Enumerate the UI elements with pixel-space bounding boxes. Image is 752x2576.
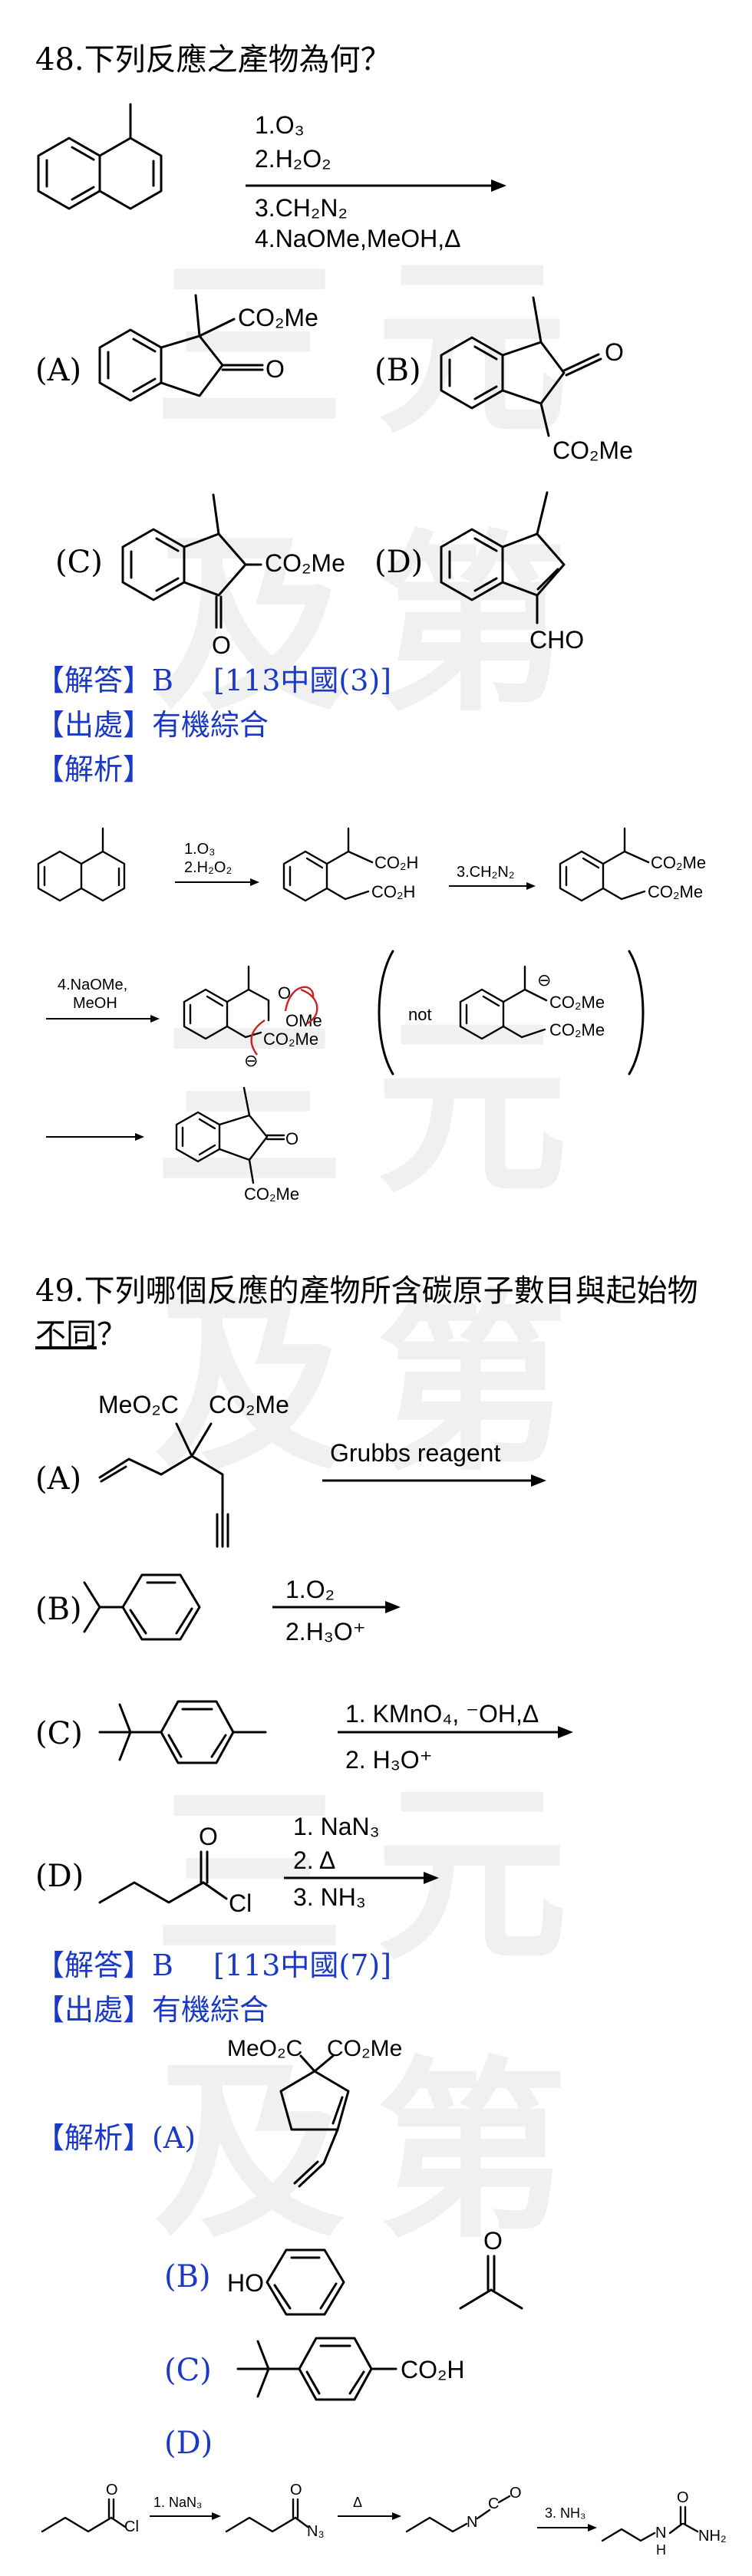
q48-option-c-label: (C) (55, 545, 103, 580)
final-group-1: O (285, 1129, 298, 1148)
answer-source: [113中國(3)] (213, 664, 392, 697)
anaA-group-2: CO₂Me (327, 2036, 402, 2061)
answer-label: 【解答】 (35, 664, 153, 697)
q48-answer-line: 【解答】B [113中國(3)] (35, 660, 391, 701)
optC-group-2: O (212, 631, 231, 659)
q49-optC-reagent-2: 2. H₃O⁺ (345, 1746, 433, 1774)
q49-optD-group-2: Cl (229, 1889, 252, 1917)
int1-group-2: CO₂H (371, 882, 415, 901)
q49-stem-line1: 49.下列哪個反應的產物所含碳原子數目與起始物 (35, 1273, 698, 1309)
int2-group-1: CO₂Me (651, 853, 706, 872)
q48-option-d-label: (D) (374, 545, 424, 580)
q49-optD-reagent-1: 1. NaN₃ (293, 1813, 380, 1840)
optA-group-2: O (266, 355, 285, 383)
schD-iso-group-2: C (488, 2495, 499, 2512)
s1-reagent-1: 1.O₃ (184, 841, 215, 858)
q48-reagent-1: 1.O₃ (255, 111, 305, 139)
q49-stem-end: ？ (97, 1317, 127, 1352)
optB-group-2: CO₂Me (552, 436, 633, 464)
analysis-a-letter: (A) (152, 2121, 196, 2155)
schD-azide-group-1: O (290, 2482, 302, 2499)
optD-group-1: CHO (529, 626, 584, 654)
q49-optA-group-1: MeO₂C (98, 1391, 179, 1418)
q48-reagent-4: 4.NaOMe,MeOH,Δ (255, 225, 461, 252)
schD-step2: Δ (353, 2495, 362, 2510)
q49-optA-group-2: CO₂Me (209, 1391, 289, 1418)
analysis-c-letter: (C) (164, 2353, 212, 2388)
int1-group-1: CO₂H (374, 853, 418, 872)
schD-urea-group-3: O (677, 2489, 689, 2506)
schD-azide-group-2: N₃ (307, 2523, 325, 2540)
q49-analysis-line: 【解析】(A) (35, 2117, 196, 2159)
q48-origin-line: 【出處】有機綜合 (35, 704, 269, 746)
optB-group-1: O (605, 338, 624, 366)
enolate-group-3: CO₂Me (263, 1029, 318, 1049)
q48-analysis-label: 【解析】 (35, 753, 153, 786)
int2-group-2: CO₂Me (648, 882, 703, 901)
enolate-group-1: O (278, 983, 291, 1003)
s1-reagent-2: 2.H₂O₂ (184, 859, 232, 876)
s2-reagent: 3.CH₂N₂ (457, 864, 515, 881)
q49-optA-reagent: Grubbs reagent (330, 1439, 500, 1467)
schD-start-group-1: O (106, 2482, 118, 2499)
optA-group-1: CO₂Me (238, 304, 318, 331)
schD-iso-group-3: O (510, 2485, 522, 2502)
not-group-1: ⊖ (537, 970, 551, 990)
q49-option-b-label: (B) (35, 1592, 82, 1627)
q49-option-d-label: (D) (35, 1859, 84, 1894)
answer-value: B (152, 664, 173, 697)
q49-stem-line2: 不同？ (35, 1313, 127, 1356)
q48-reagent-2: 2.H₂O₂ (255, 145, 331, 173)
q49-origin-line: 【出處】有機綜合 (35, 1989, 269, 2031)
anaC-group-1: CO₂H (401, 2356, 465, 2383)
analysis-label: 【解析】 (35, 2121, 153, 2155)
origin-value: 有機綜合 (152, 1993, 269, 2027)
analysis-b-letter: (B) (164, 2259, 211, 2294)
not-group-2: CO₂Me (549, 993, 605, 1012)
q49-optD-reagent-2: 2. Δ (293, 1846, 335, 1874)
schD-urea-group-2: H (656, 2542, 666, 2558)
schD-step1: 1. NaN₃ (153, 2495, 202, 2510)
anaB-group-1: HO (227, 2269, 264, 2297)
final-group-2: CO₂Me (244, 1184, 299, 1204)
schD-urea-group-1: N (655, 2525, 666, 2541)
origin-value: 有機綜合 (152, 708, 269, 742)
anaA-group-1: MeO₂C (227, 2036, 302, 2061)
enolate-group-4: ⊖ (244, 1051, 258, 1070)
answer-source: [113中國(7)] (213, 1948, 392, 1982)
not-group-3: CO₂Me (549, 1020, 605, 1039)
q49-optB-reagent-1: 1.O₂ (285, 1576, 335, 1603)
q49-optD-reagent-3: 3. NH₃ (293, 1883, 366, 1911)
schD-step3: 3. NH₃ (545, 2505, 585, 2521)
schD-start-group-2: Cl (124, 2518, 139, 2535)
not-label: not (408, 1005, 432, 1024)
analysis-d-letter: (D) (164, 2426, 213, 2461)
q48-option-b-label: (B) (374, 353, 421, 388)
q49-stem-underlined: 不同 (35, 1317, 97, 1352)
q49-optD-group-1: O (199, 1823, 218, 1850)
schD-iso-group-1: N (467, 2514, 477, 2531)
s3-reagent-1: 4.NaOMe, (58, 977, 127, 993)
q49-optC-reagent-1: 1. KMnO₄, ⁻OH,Δ (345, 1700, 539, 1728)
q49-optB-reagent-2: 2.H₃O⁺ (285, 1618, 366, 1645)
optC-group-1: CO₂Me (265, 549, 345, 577)
q49-option-c-label: (C) (35, 1716, 83, 1751)
answer-value: B (152, 1948, 173, 1982)
anaB-group-2: O (483, 2227, 503, 2255)
q48-reagent-3: 3.CH₂N₂ (255, 194, 348, 222)
origin-label: 【出處】 (35, 1993, 153, 2027)
answer-label: 【解答】 (35, 1948, 153, 1982)
s3-reagent-2: MeOH (73, 995, 117, 1012)
q49-answer-line: 【解答】B [113中國(7)] (35, 1945, 391, 1986)
q49-option-a-label: (A) (35, 1461, 82, 1497)
origin-label: 【出處】 (35, 708, 153, 742)
schD-urea-group-4: NH₂ (698, 2528, 727, 2545)
q48-stem: 48.下列反應之產物為何？ (35, 42, 391, 77)
q48-option-a-label: (A) (35, 353, 82, 388)
